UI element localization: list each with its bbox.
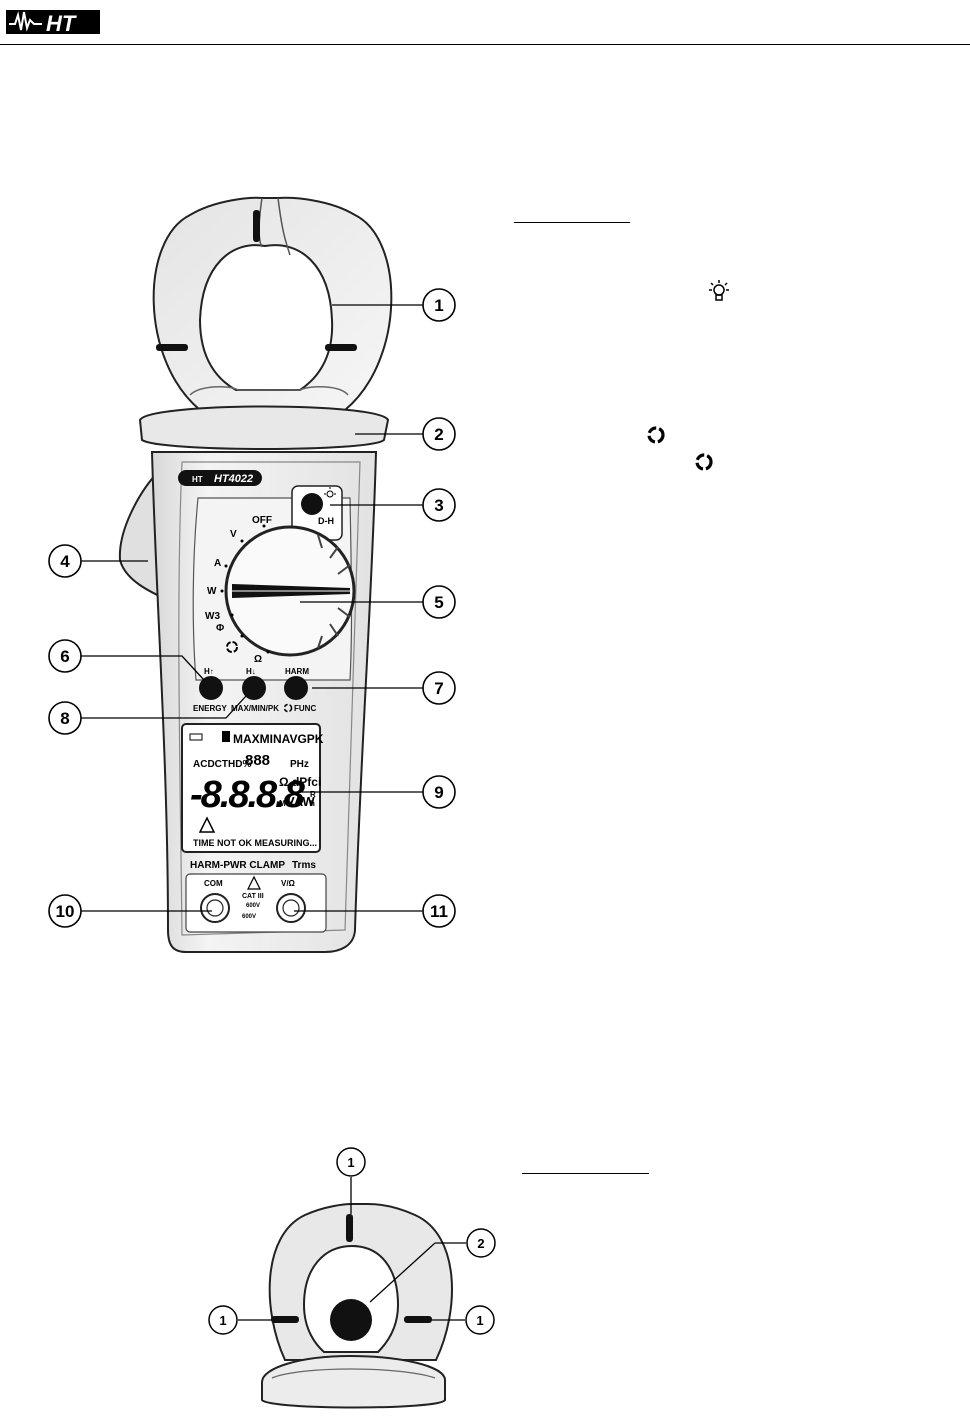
svg-text:TIME NOT OK MEASURING...: TIME NOT OK MEASURING... xyxy=(193,838,317,848)
input-terminals: COM V/Ω CAT III 600V 600V xyxy=(185,873,327,933)
jaw-alignment-figure: 1 2 1 1 xyxy=(208,1147,496,1409)
svg-text:1: 1 xyxy=(476,1313,483,1328)
svg-text:888: 888 xyxy=(245,752,270,769)
svg-text:CAT III: CAT III xyxy=(242,893,264,900)
clamp-jaws xyxy=(152,196,393,411)
svg-text:4: 4 xyxy=(60,552,70,571)
jaw-front-view xyxy=(261,1203,453,1409)
lightbulb-icon xyxy=(324,487,336,498)
hand-guard xyxy=(138,405,390,450)
switch-labels: OFF V A W W3 Φ Ω xyxy=(205,515,272,665)
svg-text:W3: W3 xyxy=(205,611,220,622)
section-heading-rule xyxy=(522,1173,649,1174)
svg-text:600V: 600V xyxy=(242,914,256,920)
svg-text:HT: HT xyxy=(46,11,77,36)
max-min-pk-button[interactable]: H↓ MAX/MIN/PK xyxy=(231,667,279,713)
callout-8: 8 xyxy=(48,701,82,735)
jaw-callout-1-right: 1 xyxy=(465,1305,495,1335)
header-rule xyxy=(0,44,970,45)
svg-text:1: 1 xyxy=(347,1155,354,1170)
svg-text:H↑: H↑ xyxy=(204,667,214,676)
svg-text:h: h xyxy=(310,799,315,808)
svg-text:11: 11 xyxy=(430,902,448,921)
svg-text:V/Ω: V/Ω xyxy=(281,879,296,888)
jaw-callout-1-left: 1 xyxy=(208,1305,238,1335)
callout-7: 7 xyxy=(422,671,456,705)
svg-text:Ω dPfci: Ω dPfci xyxy=(279,775,321,789)
svg-text:10: 10 xyxy=(56,902,75,921)
svg-text:HT4022: HT4022 xyxy=(214,473,253,485)
svg-text:MAXMINAVGPK: MAXMINAVGPK xyxy=(233,732,324,746)
energy-button[interactable]: H↑ ENERGY xyxy=(193,667,227,713)
warning-icon xyxy=(247,875,261,890)
svg-text:FUNC: FUNC xyxy=(294,704,316,713)
svg-text:1: 1 xyxy=(434,296,443,315)
rotate-arrows-icon xyxy=(226,641,238,653)
callout-10: 10 xyxy=(48,894,82,928)
svg-text:6: 6 xyxy=(60,647,69,666)
conductor-center xyxy=(330,1299,372,1341)
callout-4: 4 xyxy=(48,544,82,578)
svg-text:COM: COM xyxy=(204,879,223,888)
svg-text:VAW: VAW xyxy=(286,794,315,809)
instrument-figure: HT HT4022 D-H xyxy=(48,196,456,953)
svg-text:ENERGY: ENERGY xyxy=(193,704,227,713)
jaw-callout-2: 2 xyxy=(466,1228,496,1258)
warning-icon xyxy=(198,816,216,833)
svg-text:Φ: Φ xyxy=(216,623,224,634)
svg-text:9: 9 xyxy=(434,783,443,802)
callout-11: 11 xyxy=(422,894,456,928)
svg-text:HT: HT xyxy=(192,475,203,484)
trms-label: Trms xyxy=(292,860,316,871)
svg-text:2: 2 xyxy=(477,1236,484,1251)
svg-text:ACDCTHD%: ACDCTHD% xyxy=(193,759,251,770)
svg-text:H↓: H↓ xyxy=(246,667,256,676)
svg-text:OFF: OFF xyxy=(252,515,272,526)
callout-9: 9 xyxy=(422,775,456,809)
svg-text:R: R xyxy=(310,790,316,799)
svg-text:V: V xyxy=(230,529,237,540)
svg-text:-8.8.8.8: -8.8.8.8 xyxy=(190,774,306,816)
svg-text:5: 5 xyxy=(434,593,443,612)
func-button[interactable]: HARM FUNC xyxy=(283,667,316,713)
svg-text:A: A xyxy=(214,558,221,569)
rotary-switch[interactable] xyxy=(224,525,356,657)
svg-text:M K: M K xyxy=(279,799,294,808)
svg-text:MAX/MIN/PK: MAX/MIN/PK xyxy=(231,704,279,713)
jaw-callout-1-top: 1 xyxy=(336,1147,366,1177)
callout-6: 6 xyxy=(48,639,82,673)
backlight-key[interactable]: D-H xyxy=(291,485,343,541)
callout-5: 5 xyxy=(422,585,456,619)
svg-text:1: 1 xyxy=(219,1313,226,1328)
section-heading-rule xyxy=(514,222,630,223)
model-badge: HT HT4022 xyxy=(178,470,262,486)
svg-text:W: W xyxy=(207,586,217,597)
callout-1: 1 xyxy=(422,288,456,322)
svg-text:D-H: D-H xyxy=(318,516,334,526)
svg-text:2: 2 xyxy=(434,425,443,444)
model-label: HARM-PWR CLAMP xyxy=(190,860,285,871)
rotate-arrows-icon xyxy=(647,426,665,444)
rotate-arrows-icon xyxy=(695,453,713,471)
svg-text:HARM: HARM xyxy=(285,667,309,676)
svg-text:3: 3 xyxy=(434,496,443,515)
callout-2: 2 xyxy=(422,417,456,451)
lcd-display: MAXMINAVGPK ACDCTHD% 888 PHz -8.8.8.8 Ω … xyxy=(181,723,324,853)
svg-text:Ω: Ω xyxy=(254,654,262,665)
svg-text:600V: 600V xyxy=(246,903,260,909)
svg-text:7: 7 xyxy=(434,679,443,698)
callout-3: 3 xyxy=(422,488,456,522)
ht-logo: HT ® xyxy=(6,10,100,36)
svg-text:PHz: PHz xyxy=(290,759,309,770)
lightbulb-icon xyxy=(709,280,729,301)
svg-text:®: ® xyxy=(94,10,99,17)
svg-text:8: 8 xyxy=(60,709,69,728)
